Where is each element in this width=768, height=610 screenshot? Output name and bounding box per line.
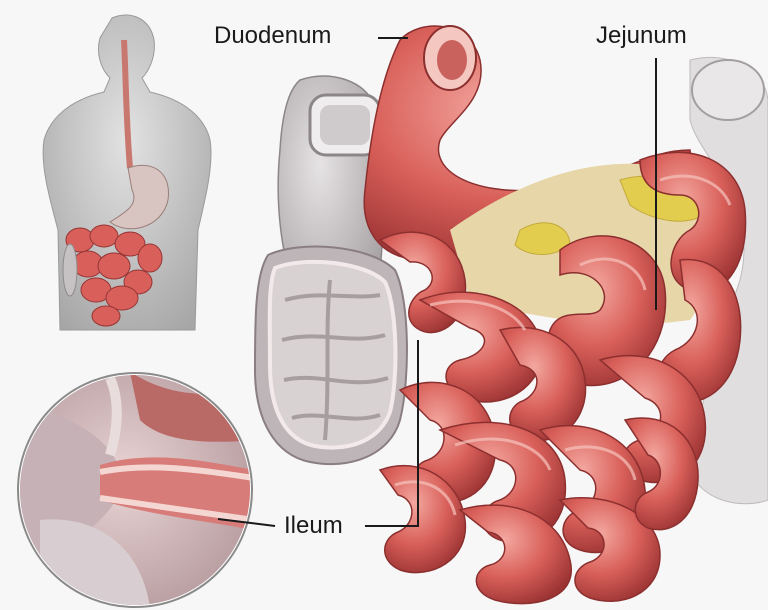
jejunum-label: Jejunum: [596, 24, 687, 48]
ileocecal-inset: [18, 372, 254, 608]
duodenum-label: Duodenum: [214, 24, 331, 48]
torso-figure: [43, 15, 211, 330]
ileum-label: Ileum: [284, 514, 343, 538]
